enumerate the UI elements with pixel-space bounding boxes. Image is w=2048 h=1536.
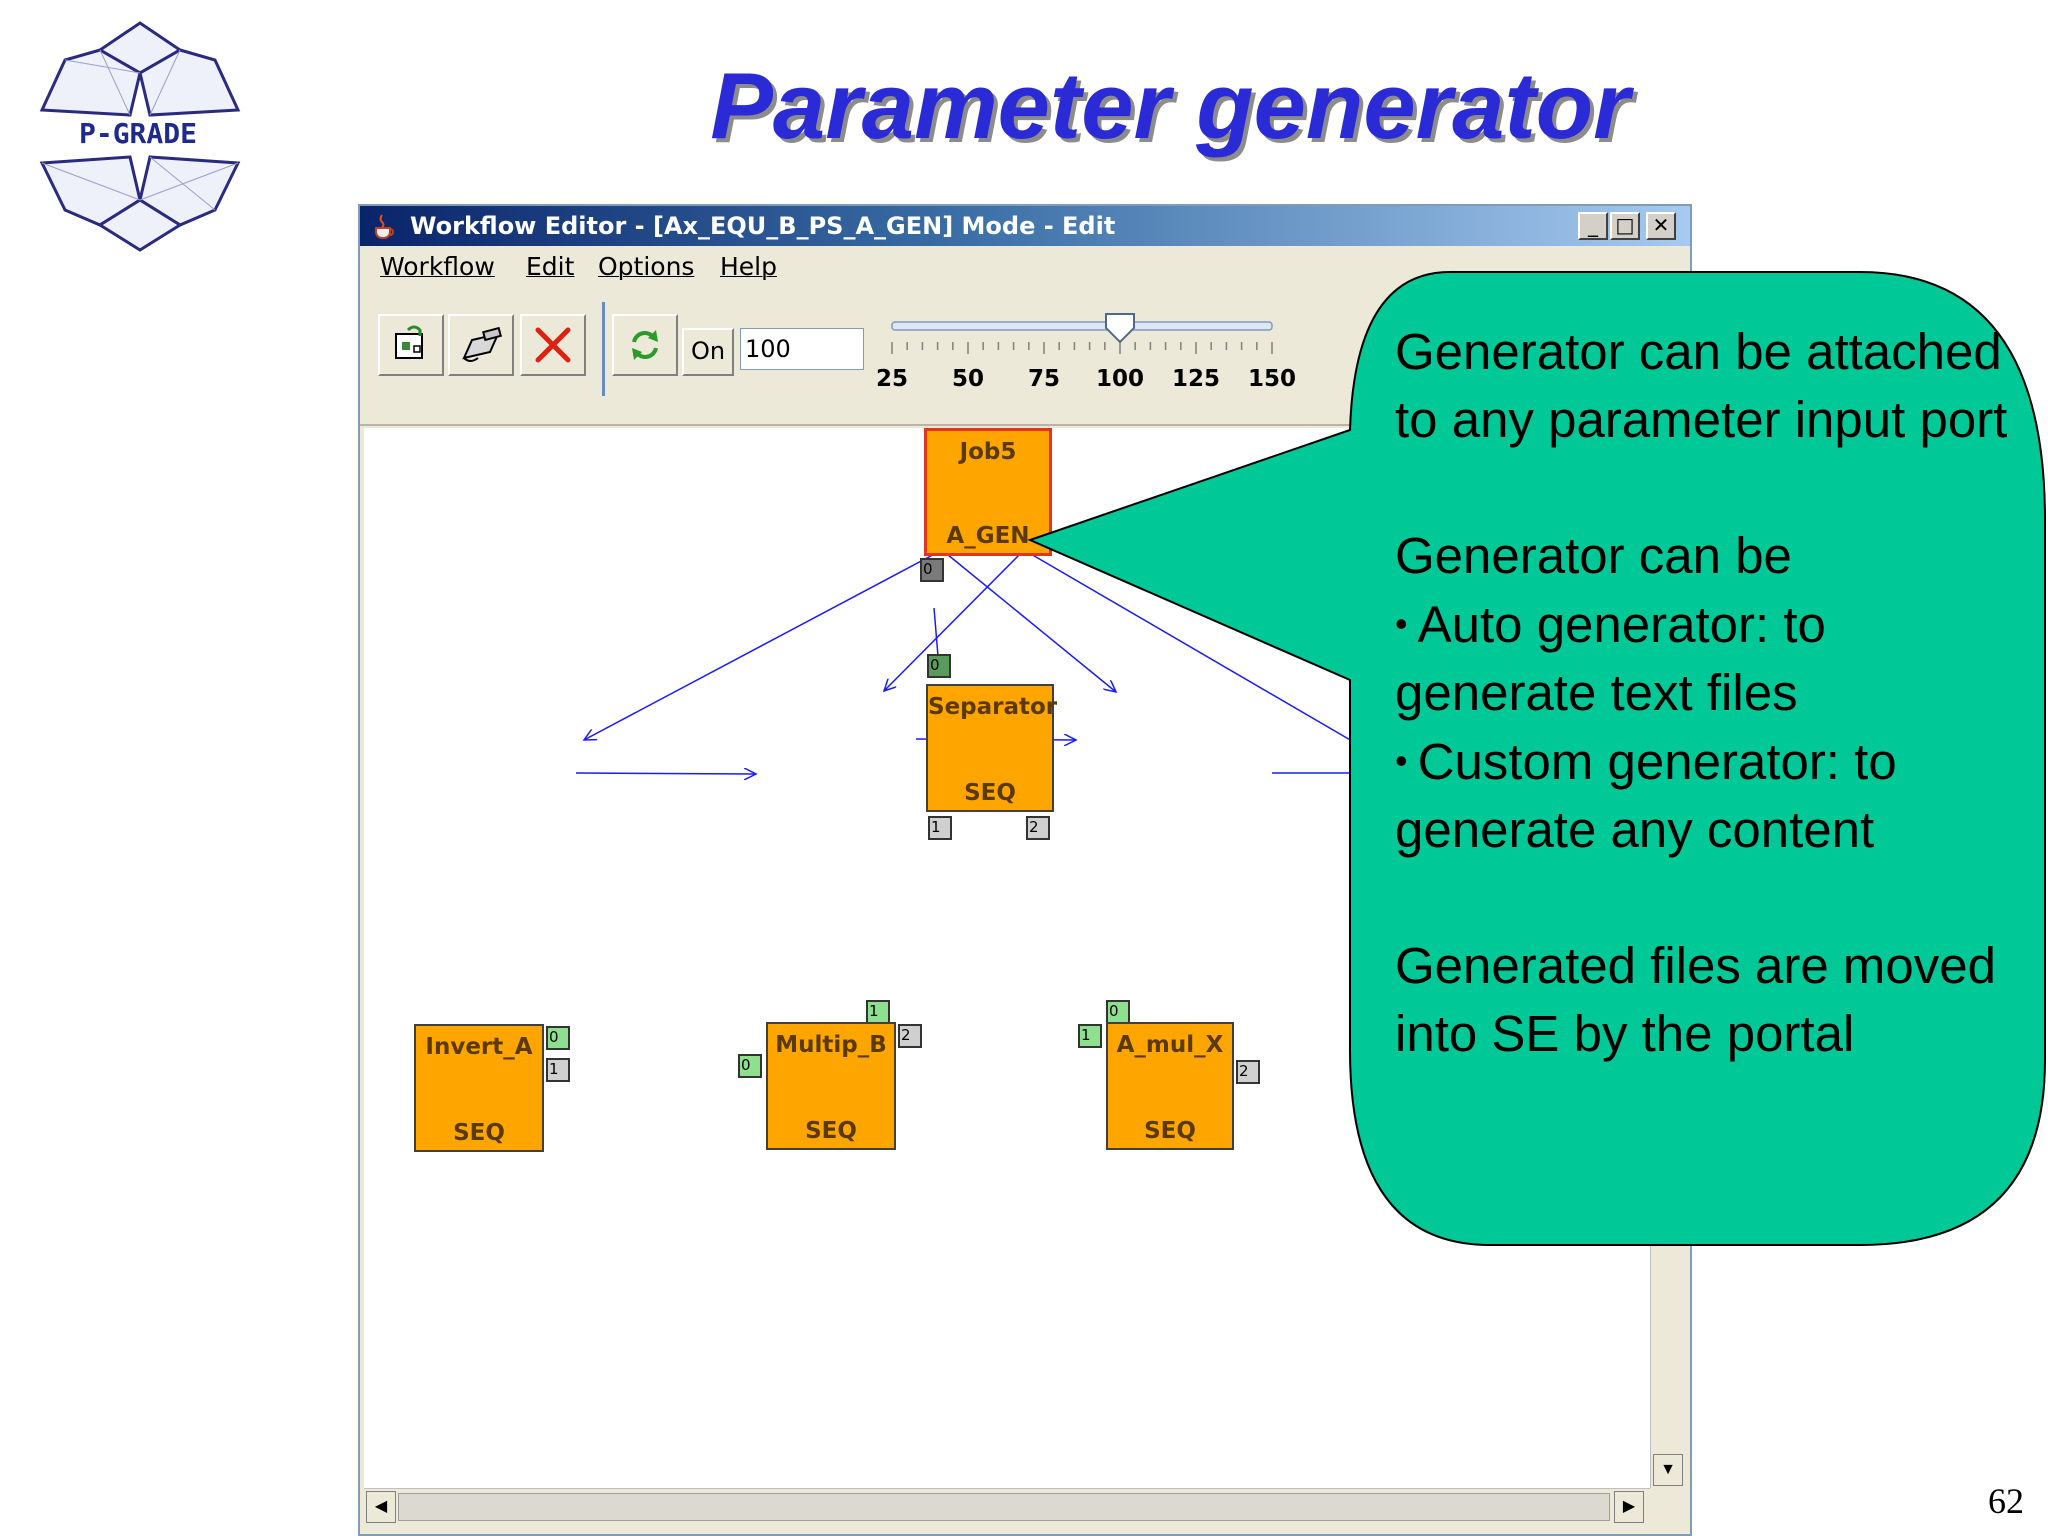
slider-tick-label: 25 (875, 366, 909, 392)
open-workflow-button[interactable] (378, 314, 444, 376)
zoom-input[interactable]: 100 (740, 328, 864, 370)
slider-tick-label: 125 (1171, 366, 1221, 392)
port-amulx-in-1[interactable]: 1 (1078, 1024, 1102, 1048)
job-job5[interactable]: Job5 A_GEN (924, 428, 1052, 556)
slider-tick-label: 75 (1027, 366, 1061, 392)
port-separator-in[interactable]: 0 (927, 654, 951, 678)
refresh-button[interactable] (612, 314, 678, 376)
callout-para-attach: Generator can be attached to any paramet… (1395, 323, 2008, 448)
slider-tick-label: 50 (951, 366, 985, 392)
job-name: Job5 (959, 439, 1017, 465)
slide-title: Parameter generator (710, 53, 1630, 158)
callout-bullet-auto-text: Auto generator: to generate text files (1395, 596, 1826, 721)
edge-invert-multip (575, 773, 756, 774)
port-amulx-in-0[interactable]: 0 (1106, 1000, 1130, 1024)
job-type: A_GEN (946, 523, 1030, 549)
job-type: SEQ (1144, 1118, 1196, 1144)
callout-text: Generator can be attached to any paramet… (1395, 318, 2035, 1068)
refresh-icon (632, 330, 658, 360)
close-button[interactable]: ✕ (1646, 212, 1676, 240)
job-name: A_mul_X (1116, 1032, 1224, 1058)
port-amulx-out[interactable]: 2 (1236, 1060, 1260, 1084)
logo-text: P-GRADE (79, 117, 197, 150)
job-type: SEQ (964, 780, 1016, 806)
job-separator[interactable]: Separator SEQ (926, 684, 1058, 812)
port-separator-out-2[interactable]: 2 (1026, 816, 1050, 840)
zoom-slider-track (891, 313, 1273, 354)
callout-para-se: Generated files are moved into SE by the… (1395, 937, 1996, 1062)
toolbar-separator (602, 302, 605, 396)
zoom-slider[interactable]: 25 50 75 100 125 150 (870, 302, 1296, 398)
job-type: SEQ (453, 1120, 505, 1146)
page-number: 62 (1988, 1481, 2024, 1521)
delete-button[interactable] (520, 314, 586, 376)
edit-button[interactable] (448, 314, 514, 376)
job-name: Multip_B (775, 1032, 887, 1058)
open-workflow-icon (395, 325, 423, 359)
scroll-left-button[interactable]: ◀ (366, 1491, 396, 1523)
edge-separator-right (1023, 549, 1365, 749)
job-name: Separator (928, 694, 1058, 720)
java-cup-icon (375, 214, 394, 239)
port-multip-in-0[interactable]: 0 (738, 1054, 762, 1078)
toolbar-divider (360, 424, 1690, 426)
maximize-button[interactable]: □ (1610, 212, 1640, 240)
scroll-down-button[interactable]: ▼ (1653, 1454, 1683, 1486)
port-separator-out-1[interactable]: 1 (928, 816, 952, 840)
callout-bullet-auto: • Auto generator: to generate text files (1395, 596, 1826, 721)
scroll-right-button[interactable]: ▶ (1614, 1491, 1644, 1523)
menu-options[interactable]: Options (598, 252, 695, 281)
job-name: Invert_A (425, 1034, 533, 1060)
slider-tick-label: 100 (1095, 366, 1145, 392)
job-a-mul-x[interactable]: A_mul_X SEQ (1106, 1022, 1234, 1150)
window-title: Workflow Editor - [Ax_EQU_B_PS_A_GEN] Mo… (410, 212, 1116, 240)
job-type: SEQ (805, 1118, 857, 1144)
horizontal-scrollbar[interactable]: ◀ ▶ (364, 1488, 1650, 1527)
port-job5-out[interactable]: 0 (920, 558, 944, 582)
menu-help[interactable]: Help (720, 252, 777, 281)
edge-separator-amulx (941, 549, 1116, 692)
toolbar: On 100 25 50 75 100 125 150 (370, 298, 1296, 398)
job-invert-a[interactable]: Invert_A SEQ (414, 1024, 544, 1152)
minimize-button[interactable]: _ (1578, 212, 1608, 240)
delete-icon (535, 327, 571, 363)
horizontal-scroll-thumb[interactable] (398, 1493, 1610, 1521)
slider-tick-label: 150 (1247, 366, 1297, 392)
job-multip-b[interactable]: Multip_B SEQ (766, 1022, 896, 1150)
callout-bullet-custom-text: Custom generator: to generate any conten… (1395, 733, 1897, 858)
zoom-slider-thumb[interactable] (1105, 313, 1135, 344)
on-toggle-button[interactable]: On (682, 328, 734, 376)
menu-edit[interactable]: Edit (526, 252, 575, 281)
p-grade-logo: P-GRADE (39, 21, 241, 252)
callout-para-types: Generator can be (1395, 527, 1792, 584)
window-titlebar[interactable]: Workflow Editor - [Ax_EQU_B_PS_A_GEN] Mo… (360, 206, 1690, 246)
edit-icon (462, 326, 502, 362)
edge-separator-invert (584, 549, 943, 740)
edge-separator-multip (884, 549, 1025, 691)
port-multip-out[interactable]: 2 (898, 1024, 922, 1048)
callout-bullet-custom: • Custom generator: to generate any cont… (1395, 733, 1897, 858)
port-invert-in[interactable]: 0 (546, 1026, 570, 1050)
port-invert-out[interactable]: 1 (546, 1058, 570, 1082)
menu-workflow[interactable]: Workflow (380, 252, 495, 281)
